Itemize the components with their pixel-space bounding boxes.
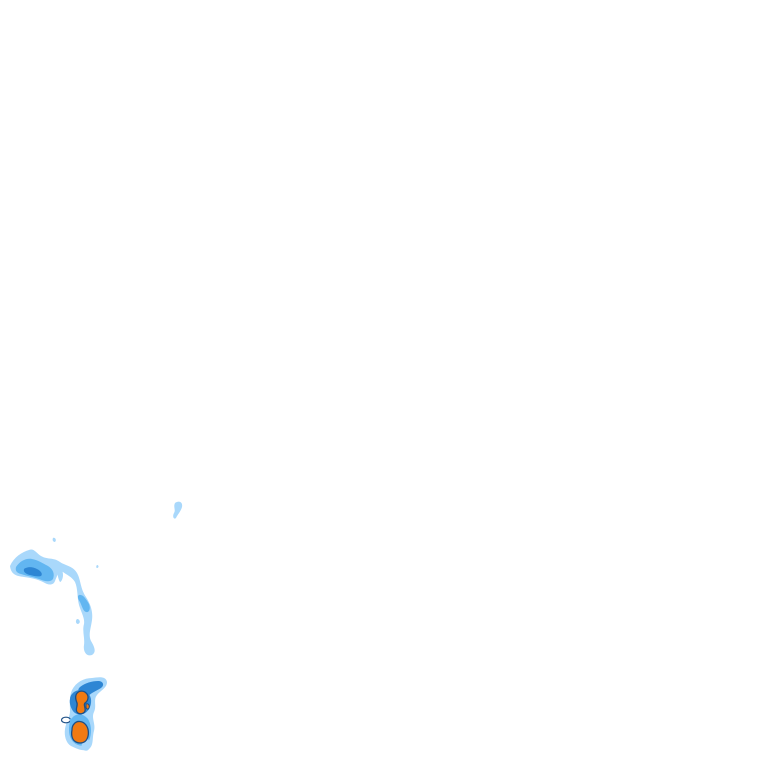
storm-cell-south bbox=[70, 720, 90, 744]
trailing-streak bbox=[60, 716, 77, 724]
rain-band-west bbox=[10, 537, 99, 656]
light-echo-north bbox=[173, 501, 183, 519]
storm-cell-north bbox=[74, 690, 90, 715]
